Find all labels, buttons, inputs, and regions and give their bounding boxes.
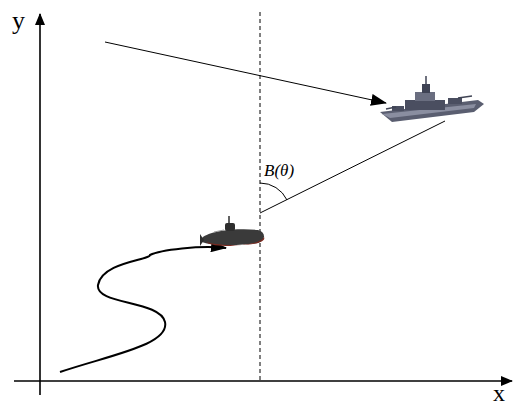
y-axis	[39, 14, 41, 395]
axis-label: x	[493, 381, 505, 405]
x-axis	[14, 380, 512, 382]
angle-arc	[260, 183, 287, 200]
bearing-line	[260, 121, 445, 213]
north-reference	[260, 12, 261, 381]
submarine-path	[60, 247, 226, 372]
axis-label: y	[12, 8, 25, 34]
submarine	[200, 216, 264, 246]
warship	[380, 76, 484, 122]
angle-label: B(θ)	[264, 162, 294, 179]
ship-course	[105, 42, 386, 103]
